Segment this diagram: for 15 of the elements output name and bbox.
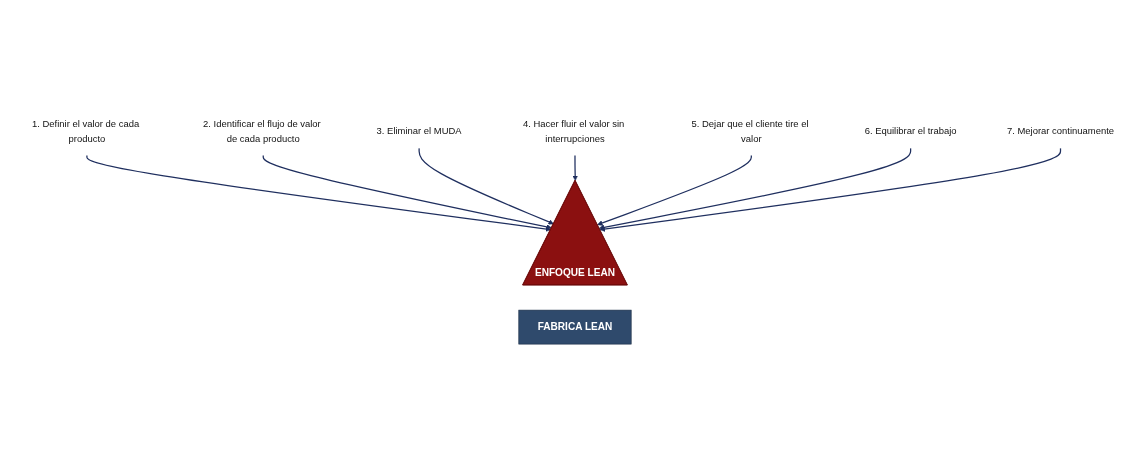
node-text: 5. Dejar que el cliente tire el valor [691,118,809,144]
arrow [599,147,1062,232]
node-box: FABRICA LEAN [518,309,632,345]
node-text: 7. Mejorar continuamente [1006,125,1115,137]
arrow [572,154,578,181]
arrow [418,147,554,225]
node-text: 2. Identificar el flujo de valor de cada producto [203,118,321,144]
arrow [598,147,912,231]
arrow [597,154,752,226]
arrow [262,154,552,230]
node-text: 3. Eliminar el MUDA [376,125,462,137]
arrow [86,154,552,232]
node-text: 4. Hacer fluir el valor sin interrupciones [523,118,625,144]
node-text: 6. Equilibrar el trabajo [864,125,957,137]
node-text: 1. Definir el valor de cada producto [32,118,140,144]
